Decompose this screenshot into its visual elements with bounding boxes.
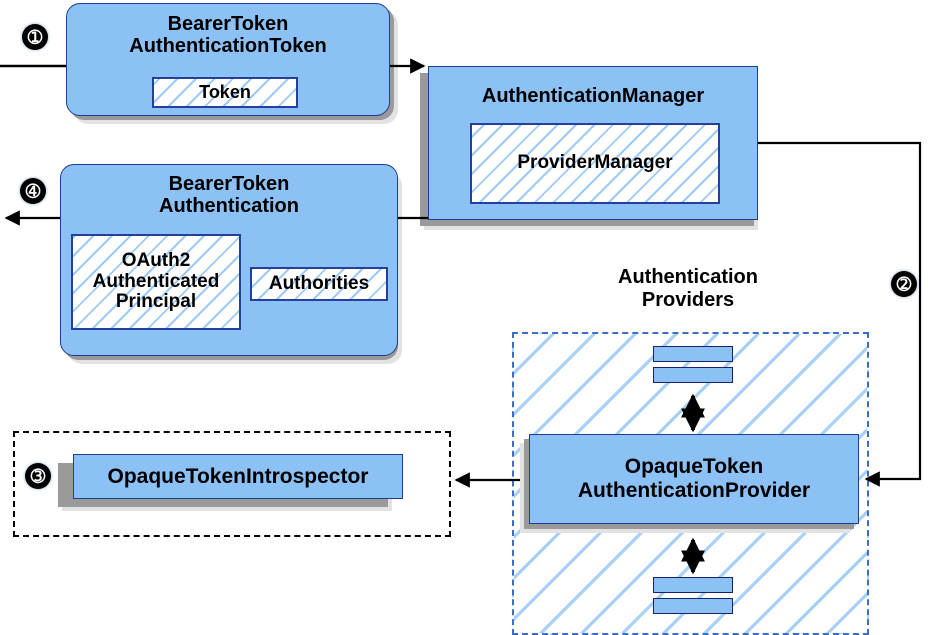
oauth2-authenticated-principal-label: OAuth2 Authenticated Principal <box>92 249 220 313</box>
authorities-box[interactable]: Authorities <box>250 267 388 301</box>
opaque-token-authentication-provider-node[interactable]: OpaqueToken AuthenticationProvider <box>529 434 859 524</box>
provider-stack-bar-bottom-2 <box>653 598 733 614</box>
authorities-label: Authorities <box>268 272 370 294</box>
step-marker-1: ➀ <box>22 24 48 50</box>
oauth2-authenticated-principal-box[interactable]: OAuth2 Authenticated Principal <box>71 234 241 330</box>
opaque-token-authentication-provider-title: OpaqueToken AuthenticationProvider <box>577 455 811 502</box>
step-marker-3: ➂ <box>25 463 51 489</box>
provider-stack-bar-bottom-1 <box>653 577 733 593</box>
bearer-token-authentication-token-title: BearerToken AuthenticationToken <box>129 13 327 58</box>
provider-manager-label: ProviderManager <box>517 152 673 174</box>
bearer-token-authentication-title: BearerToken Authentication <box>159 173 299 218</box>
provider-stack-bar-top-2 <box>653 367 733 383</box>
step-marker-2: ➁ <box>891 271 917 297</box>
token-inner-label: Token <box>199 81 251 102</box>
step-marker-4: ➃ <box>20 178 46 204</box>
opaque-token-introspector-node[interactable]: OpaqueTokenIntrospector <box>73 454 403 499</box>
provider-manager-inner-box[interactable]: ProviderManager <box>470 123 720 204</box>
provider-stack-bar-top-1 <box>653 346 733 362</box>
authentication-manager-title: AuthenticationManager <box>481 85 705 107</box>
token-inner-box[interactable]: Token <box>152 77 298 108</box>
opaque-token-introspector-title: OpaqueTokenIntrospector <box>107 464 369 488</box>
authentication-providers-label: Authentication Providers <box>618 266 758 311</box>
